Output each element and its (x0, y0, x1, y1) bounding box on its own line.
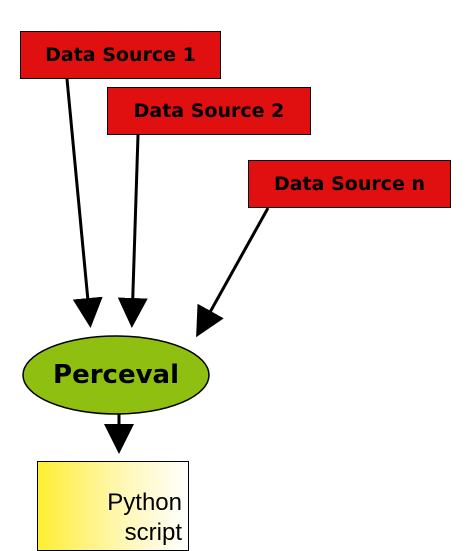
python-script-text: Python script (72, 488, 182, 548)
diagram: Data Source 1 Data Source 2 Data Source … (20, 31, 451, 551)
arrow-source2-to-perceval (117, 134, 148, 328)
perceval-label: Perceval (53, 360, 179, 390)
connectors (22, 78, 270, 454)
arrow-sourcen-to-perceval (196, 207, 270, 338)
python-script-line1: Python (107, 489, 182, 516)
data-source-2-box: Data Source 2 (107, 87, 311, 135)
perceval-ellipse (22, 335, 210, 415)
arrow-source1-to-perceval (65, 78, 103, 328)
perceval-node: Perceval (22, 346, 210, 404)
data-source-n-box: Data Source n (248, 160, 451, 208)
data-source-1-label: Data Source 1 (45, 44, 196, 66)
data-source-2-label: Data Source 2 (133, 100, 285, 122)
data-source-1-box: Data Source 1 (20, 31, 221, 79)
python-script-box: Python script (37, 461, 189, 551)
python-script-line2: script (124, 519, 182, 546)
data-source-n-label: Data Source n (273, 173, 426, 195)
